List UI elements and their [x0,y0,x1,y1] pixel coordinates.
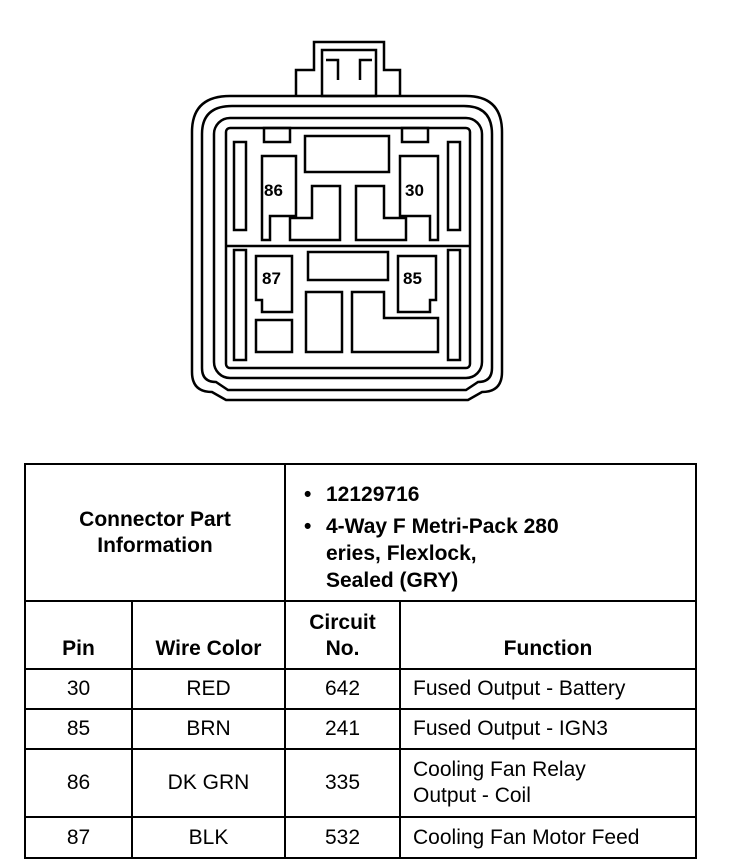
part-number-item: •12129716 [304,483,420,506]
col-header-circuit-line-1: Circuit [309,611,376,634]
wire-color-cell: BRN [131,708,286,750]
latch-inner [320,48,378,98]
center-slot-top [303,134,391,174]
face-frame [224,126,472,370]
cavity-30 [398,154,440,242]
table-row: 30 RED 642 Fused Output - Battery [24,668,697,710]
pin-cell: 30 [24,668,133,710]
rib-bottom-left [232,248,248,362]
circuit-cell: 335 [284,748,401,818]
wire-color-cell: DK GRN [131,748,286,818]
pin-label-85: 85 [403,269,422,288]
pin-label-30: 30 [405,181,424,200]
function-cell: Fused Output - Battery [399,668,697,710]
wire-color-cell: RED [131,668,286,710]
table-row: 87 BLK 532 Cooling Fan Motor Feed [24,816,697,859]
pin-label-86: 86 [264,181,283,200]
wire-color-cell: BLK [131,816,286,859]
cavity-lower-middle [304,290,344,354]
part-info-row: Connector Part Information •12129716 •4-… [24,463,697,602]
cavity-87 [254,254,294,314]
description-line-2: eries, Flexlock, [326,542,477,565]
pin-cell: 87 [24,816,133,859]
pin-label-87: 87 [262,269,281,288]
part-info-heading: Connector Part Information [24,463,286,602]
connector-face-diagram: 86 30 87 85 [190,40,504,402]
circuit-cell: 532 [284,816,401,859]
function-cell: Cooling Fan Motor Feed [399,816,697,859]
housing-inner [212,116,484,380]
circuit-cell: 642 [284,668,401,710]
center-slot-middle [306,250,390,282]
col-header-function: Function [399,600,697,670]
cavity-85 [396,254,438,314]
col-header-pin: Pin [24,600,133,670]
description-line-1: 4-Way F Metri-Pack 280 [326,515,559,538]
cavity-lower-left [254,318,294,354]
col-header-wire-color: Wire Color [131,600,286,670]
part-info-heading-text: Connector Part Information [79,507,231,557]
function-line-2: Output - Coil [413,784,531,807]
cavity-86 [260,154,298,242]
rib-top-left [232,140,248,232]
cavity-lower-right [350,290,440,354]
housing-outer [190,94,504,402]
circuit-cell: 241 [284,708,401,750]
function-line-1: Cooling Fan Relay [413,758,586,781]
rib-bottom-right [446,248,462,362]
connector-info-table: Connector Part Information •12129716 •4-… [24,463,697,859]
description-line-3: Sealed (GRY) [326,569,459,592]
connector-latch [294,40,402,96]
table-row: 85 BRN 241 Fused Output - IGN3 [24,708,697,750]
rib-top-right [446,140,462,232]
function-cell: Fused Output - IGN3 [399,708,697,750]
part-number: 12129716 [326,483,420,506]
col-header-circuit-line-2: No. [325,637,360,660]
pin-cell: 85 [24,708,133,750]
pin-cell: 86 [24,748,133,818]
housing-middle [200,104,494,392]
